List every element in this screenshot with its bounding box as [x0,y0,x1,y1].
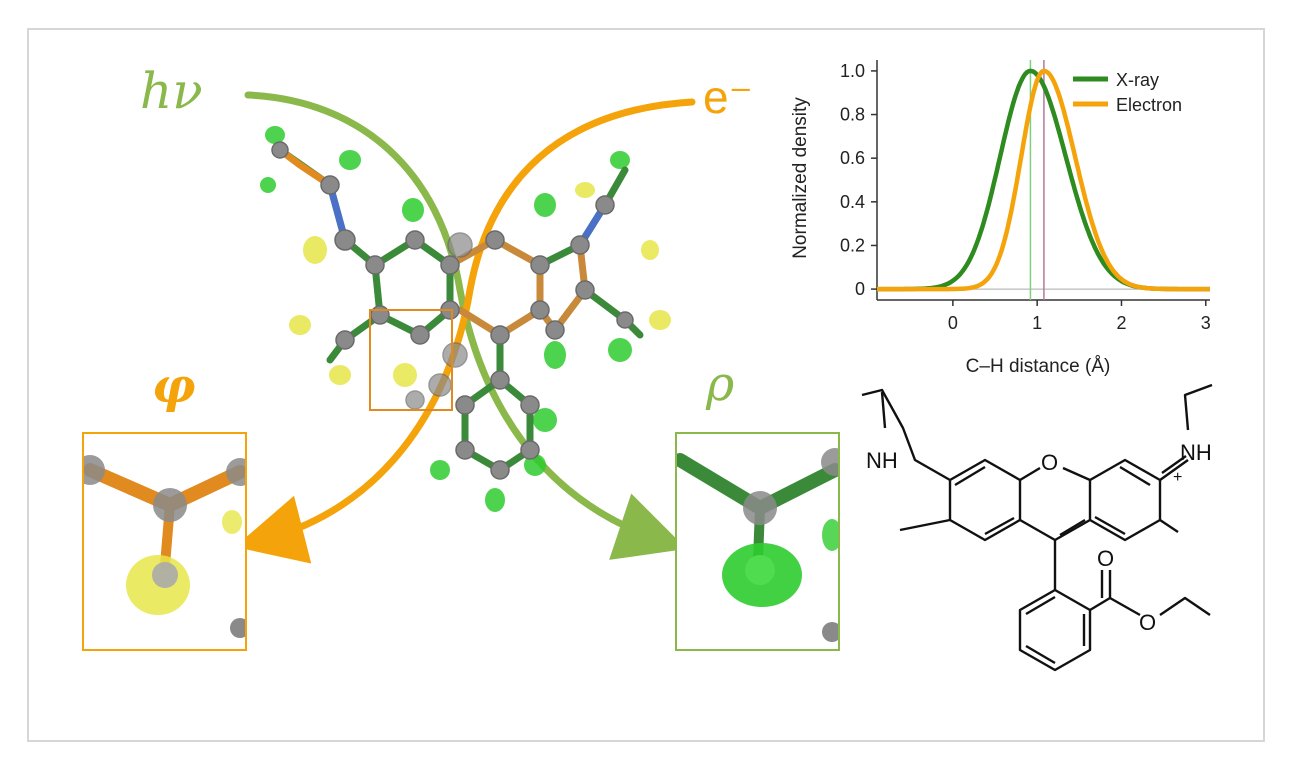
electron-arc [234,98,696,564]
electron-label: e⁻ [703,71,753,123]
x-tick-label: 2 [1116,313,1126,333]
x-tick-label: 0 [948,313,958,333]
phi-inset [82,432,247,651]
atom-o-carbonyl: O [1097,546,1114,571]
series-line-1 [877,68,1210,292]
chart-ticks: 0 1 2 3 0 0.2 0.4 0.6 0.8 1.0 [840,61,1211,333]
atom-nh-right: NH [1180,440,1212,465]
rho-label: ρ [706,356,735,412]
y-tick-label: 0.6 [840,148,865,168]
chart-x-label: C–H distance (Å) [966,356,1111,377]
photon-label: hν [140,62,203,120]
atom-o-ester: O [1139,610,1156,635]
phi-label: φ [152,358,196,414]
y-tick-label: 1.0 [840,61,865,81]
legend-label-xray: X-ray [1116,70,1159,90]
y-tick-label: 0.4 [840,192,865,212]
chart-legend: X-ray Electron [1073,70,1182,115]
y-tick-label: 0.8 [840,105,865,125]
atom-charge: + [1173,469,1182,486]
y-tick-label: 0 [855,279,865,299]
y-tick-label: 0.2 [840,235,865,255]
chart-series [877,60,1210,300]
chart-y-label: Normalized density [790,97,811,259]
atoms [271,141,634,480]
rho-inset [675,432,840,651]
density-lobes [260,126,671,512]
legend-label-electron: Electron [1116,95,1182,115]
x-tick-label: 1 [1032,313,1042,333]
atom-o-ring: O [1041,450,1058,475]
zoom-region [369,309,453,411]
x-tick-label: 3 [1201,313,1211,333]
photon-arc [244,91,687,560]
atom-nh-left: NH [866,448,898,473]
